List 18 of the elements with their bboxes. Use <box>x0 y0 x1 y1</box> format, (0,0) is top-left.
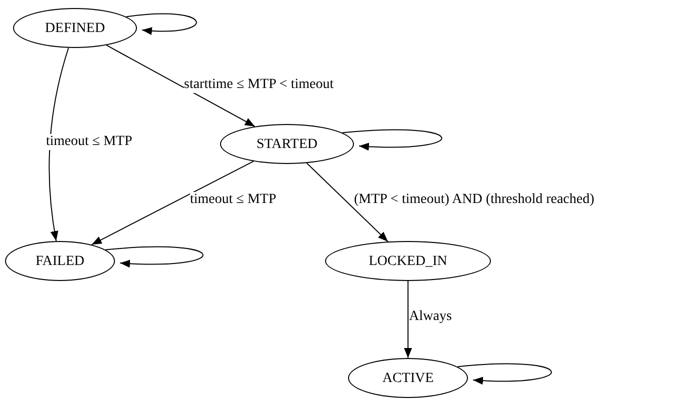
arrow <box>48 47 69 242</box>
arrow <box>404 280 412 358</box>
edge-label: Always <box>409 309 452 325</box>
arrow <box>106 44 256 127</box>
self-loop-arrow <box>457 363 552 384</box>
state-ellipse: STARTED <box>220 124 354 164</box>
arrow <box>91 160 254 246</box>
edge-label: starttime ≤ MTP < timeout <box>184 77 334 93</box>
state-ellipse: ACTIVE <box>348 358 468 398</box>
state-ellipse: LOCKED_IN <box>325 241 491 281</box>
self-loop-arrow <box>126 13 197 35</box>
arrow <box>306 162 388 242</box>
edge-label: (MTP < timeout) AND (threshold reached) <box>354 192 594 208</box>
self-loop-arrow <box>342 129 442 150</box>
self-loop-arrow <box>104 246 204 268</box>
state-ellipse: FAILED <box>5 241 115 281</box>
state-ellipse: DEFINED <box>13 8 137 48</box>
edge-label: timeout ≤ MTP <box>46 134 132 150</box>
